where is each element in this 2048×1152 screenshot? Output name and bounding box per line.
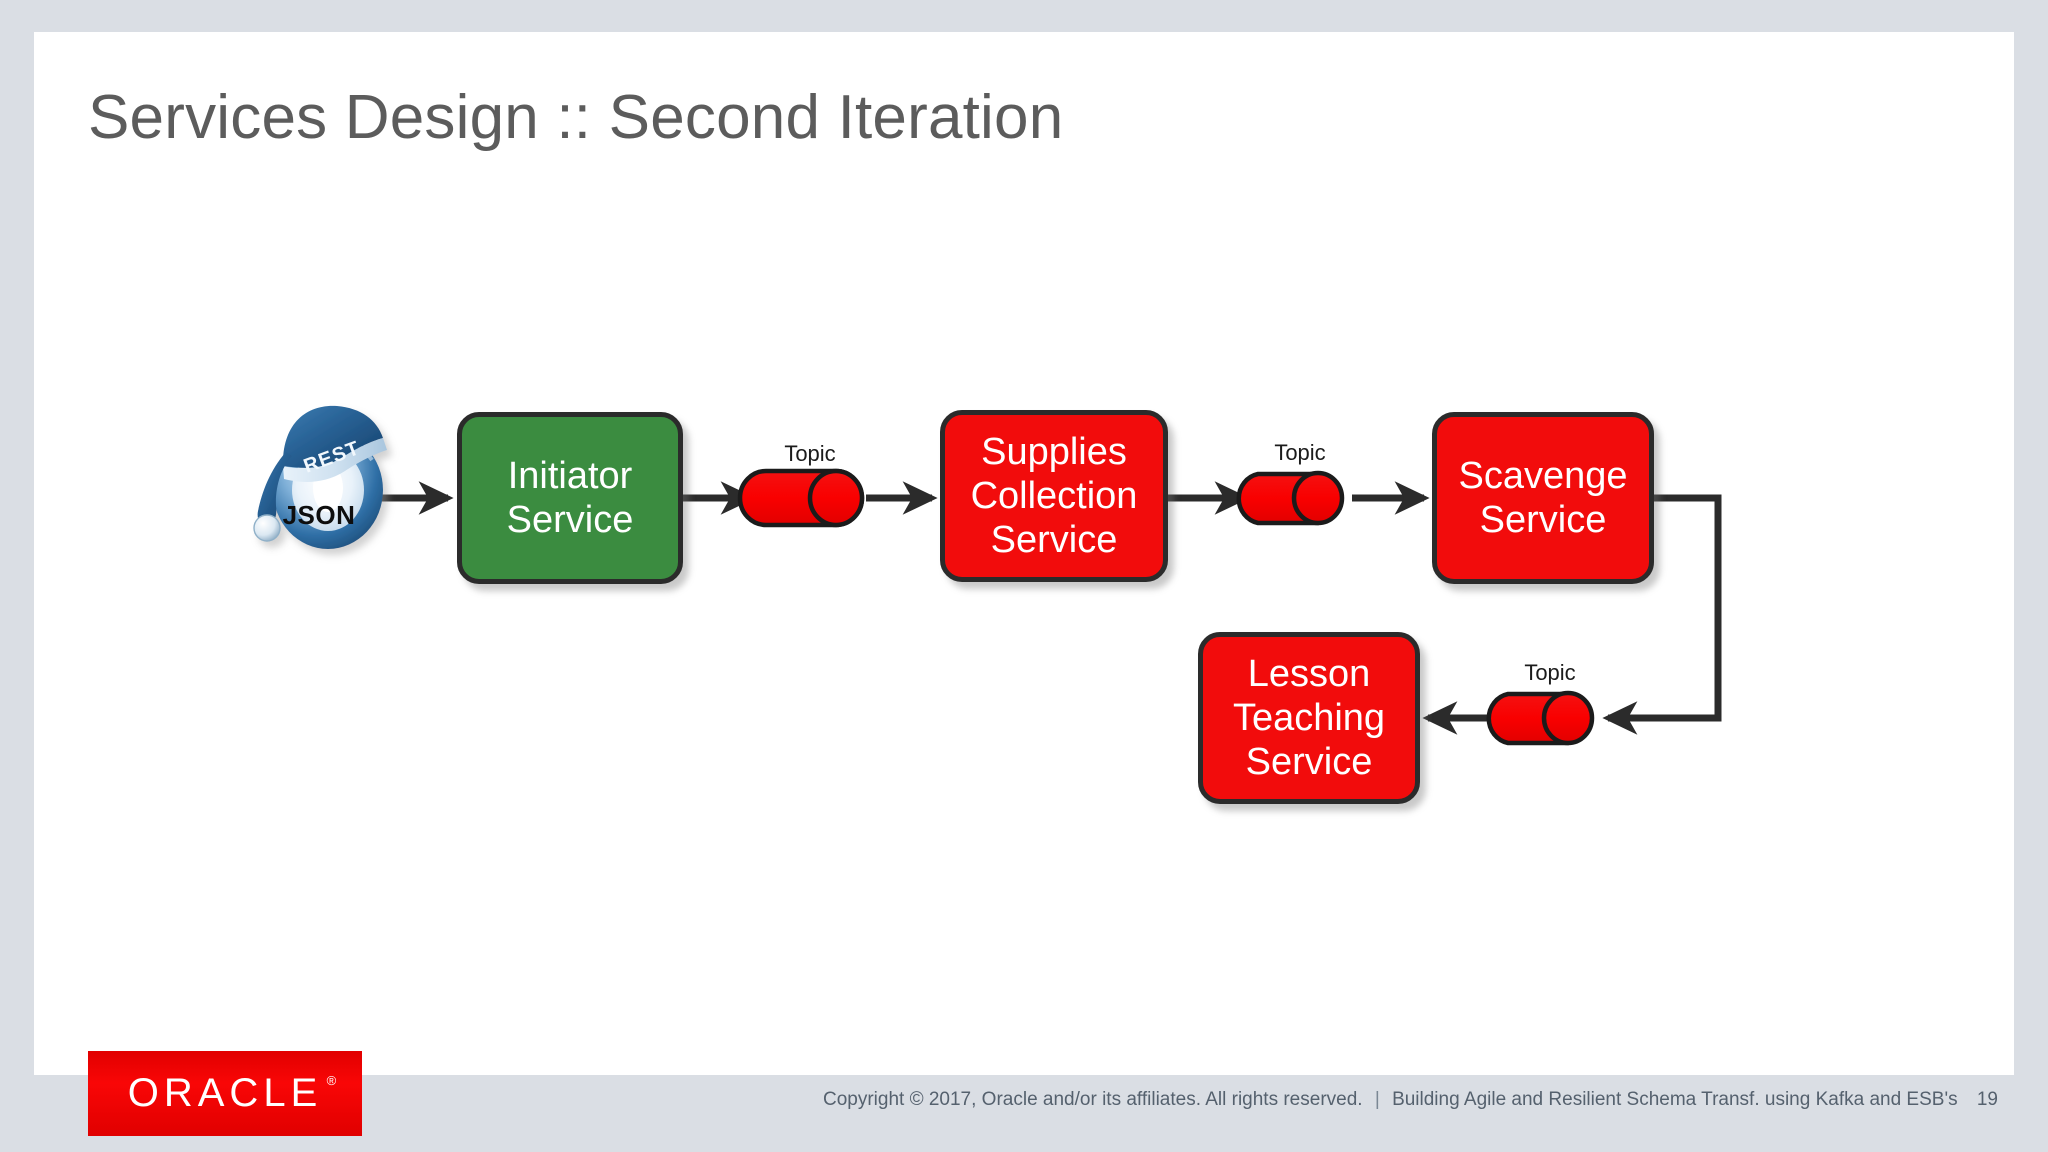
registered-trademark-icon: ® [326,1073,337,1088]
service-node-supplies-collection[interactable]: Supplies Collection Service [940,410,1168,582]
topic-label: Topic [784,441,836,466]
topic-label: Topic [1274,440,1326,465]
json-caption: JSON [282,500,356,530]
oracle-wordmark-label: ORACLE [127,1071,323,1115]
oracle-logo: ORACLE ® [88,1051,362,1136]
service-node-initiator[interactable]: Initiator Service [457,412,683,584]
page-number: 19 [1976,1089,1998,1110]
copyright-text: Copyright © 2017, Oracle and/or its affi… [822,1089,1363,1110]
service-node-scavenge[interactable]: Scavenge Service [1432,412,1654,584]
topic-label: Topic [1524,660,1576,685]
footer-bar: Copyright © 2017, Oracle and/or its affi… [823,1089,1998,1111]
service-node-lesson-teaching[interactable]: Lesson Teaching Service [1198,632,1420,804]
page-title: Services Design :: Second Iteration [88,83,1064,152]
footer-separator: | [1374,1089,1380,1110]
oracle-wordmark-text: ORACLE ® [127,1071,337,1116]
deck-title-text: Building Agile and Resilient Schema Tran… [1392,1089,1958,1110]
